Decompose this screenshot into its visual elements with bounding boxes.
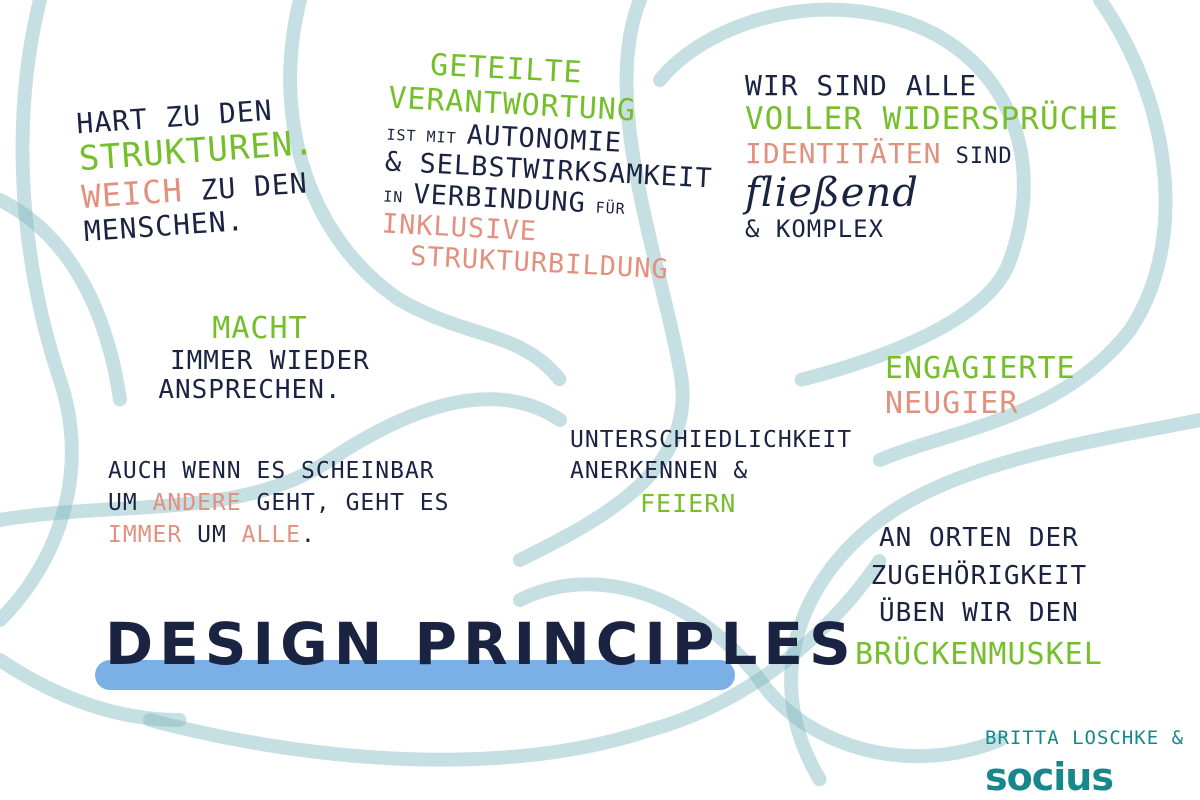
- swoosh: [0, 193, 127, 407]
- text-line: & komplex: [745, 215, 885, 244]
- text-span: um: [182, 522, 242, 549]
- title-highlight: [95, 660, 735, 690]
- principle-alle: Auch wenn es scheinbar um andere geht, g…: [108, 455, 450, 552]
- author-credit: Britta Loschke &: [985, 727, 1185, 749]
- text-line: anerkennen &: [570, 458, 749, 485]
- principle-macht: Macht immer wieder ansprechen.: [110, 311, 370, 406]
- principle-widersprueche: Wir sind alle voller Widersprüche Identi…: [745, 69, 1119, 244]
- text-line: ansprechen.: [158, 375, 342, 406]
- swoosh: [0, 0, 79, 627]
- swoosh: [283, 0, 567, 387]
- text-line: Neugier: [885, 385, 1019, 421]
- principle-unterschiedlichkeit: Unterschiedlichkeit anerkennen & feiern: [570, 425, 852, 521]
- text-line: Macht: [212, 311, 308, 346]
- text-span: andere: [152, 490, 242, 517]
- swoosh: [873, 0, 1173, 467]
- text-line: Wir sind alle: [745, 69, 978, 102]
- text-line: fließend: [745, 170, 919, 217]
- swoosh: [0, 653, 187, 727]
- text-line: Unterschiedlichkeit: [570, 427, 853, 453]
- text-span: in: [382, 187, 414, 208]
- text-span: sind: [941, 143, 1013, 169]
- principle-brueckenmuskel: An Orten der Zugehörigkeit üben wir den …: [855, 520, 1103, 677]
- swoosh: [784, 413, 1200, 787]
- text-span: ist mit: [386, 125, 468, 148]
- swoosh: [0, 392, 567, 527]
- principle-hart-weich: Hart zu den Strukturen. Weich zu den Men…: [75, 92, 320, 248]
- text-line: An Orten der: [878, 523, 1079, 553]
- text-line: Zugehörigkeit: [870, 560, 1088, 591]
- text-line: üben wir den: [878, 598, 1079, 629]
- text-line: Engagierte: [885, 351, 1076, 386]
- text-span: geht, geht es: [241, 490, 450, 517]
- socius-logo: socius: [985, 755, 1114, 799]
- text-span: Identitäten: [745, 136, 942, 170]
- text-span: um: [108, 490, 153, 517]
- swoosh: [653, 2, 1031, 387]
- text-span: für: [585, 198, 627, 219]
- text-line: feiern: [640, 489, 737, 519]
- text-span: immer: [108, 522, 183, 549]
- text-line: Brückenmuskel: [855, 637, 1103, 673]
- text-line: Auch wenn es scheinbar: [108, 458, 435, 484]
- text-span: .: [301, 522, 316, 549]
- swoosh: [143, 553, 887, 767]
- text-line: voller Widersprüche: [745, 101, 1119, 138]
- text-line: immer wieder: [170, 345, 370, 376]
- principle-geteilte-verantwortung: Geteilte Verantwortung ist mit Autonomie…: [379, 47, 718, 288]
- principle-neugier: Engagierte Neugier: [885, 351, 1076, 421]
- swoosh: [513, 0, 690, 567]
- page-title: Design Principles: [105, 610, 857, 678]
- swoosh: [513, 577, 1007, 764]
- text-span: alle: [241, 522, 302, 549]
